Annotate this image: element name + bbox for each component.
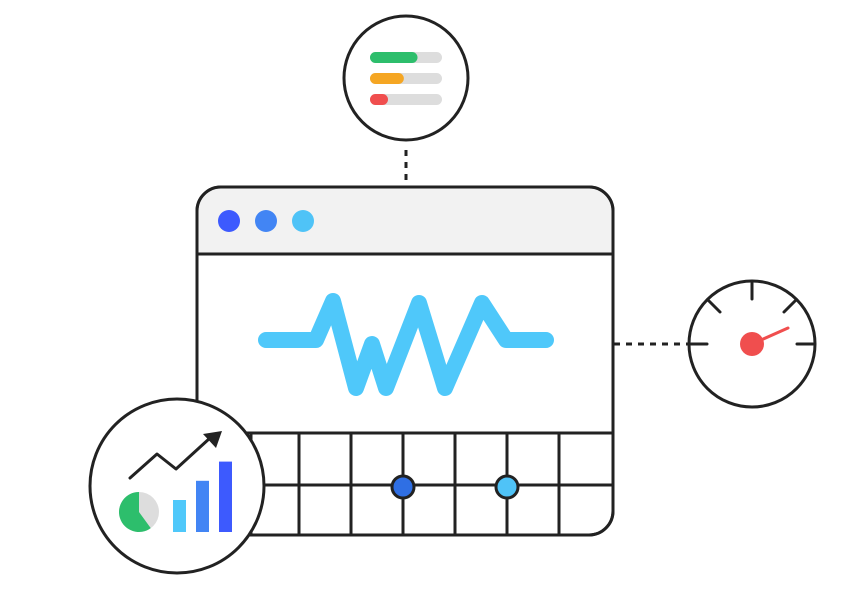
- progress-badge: [342, 14, 470, 142]
- analytics-icon: [119, 431, 232, 533]
- speedometer-icon: [689, 281, 815, 346]
- progress-track-3: [370, 94, 442, 105]
- trend-line-icon: [128, 436, 212, 480]
- progress-bar-red: [370, 94, 388, 105]
- window-dot-blue: [218, 210, 240, 232]
- grid-node-dark: [390, 474, 416, 500]
- bar-light: [173, 500, 186, 532]
- bar-dark: [219, 461, 232, 532]
- trend-arrow-head-icon: [203, 431, 222, 448]
- window-dot-mid-blue: [255, 210, 277, 232]
- analytics-badge: [88, 397, 266, 575]
- progress-bars-icon: [370, 52, 442, 105]
- app-window: [195, 185, 615, 537]
- window-titlebar: [198, 188, 612, 254]
- progress-bar-orange: [370, 73, 404, 84]
- waveform-line: [258, 293, 554, 396]
- gauge-hub: [740, 332, 764, 356]
- progress-bar-green: [370, 52, 418, 63]
- pie-slice-green: [119, 492, 151, 533]
- bar-mid: [196, 480, 209, 532]
- gauge-badge: [687, 279, 817, 409]
- window-dot-light-blue: [292, 210, 314, 232]
- analytics-badge-circle: [88, 397, 266, 575]
- grid-node-light: [494, 474, 520, 500]
